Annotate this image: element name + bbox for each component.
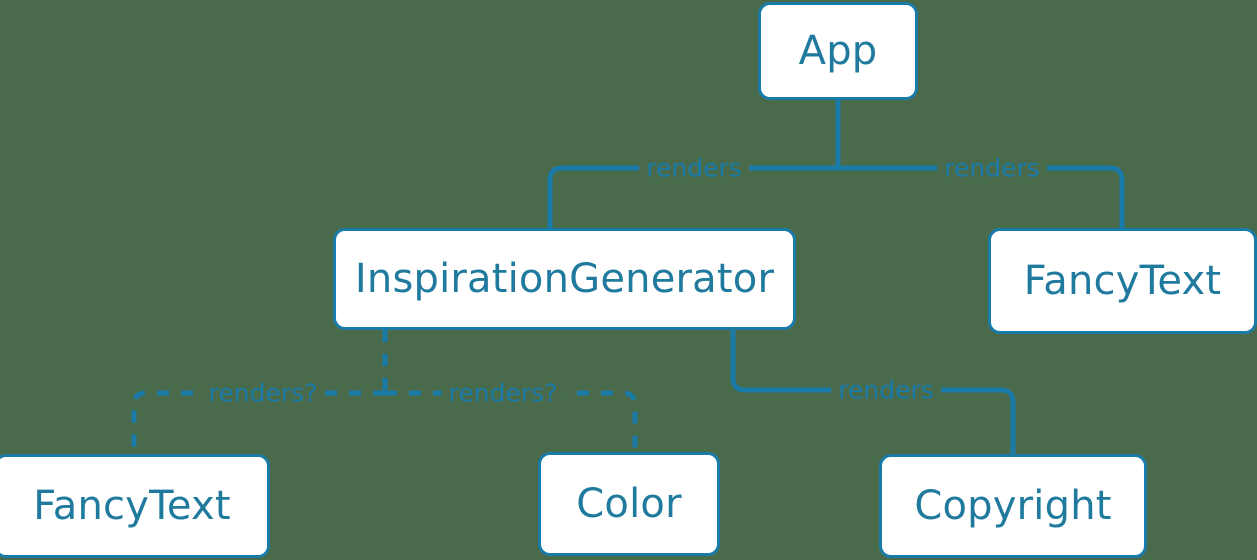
node-fancytext-top-label: FancyText bbox=[1023, 258, 1222, 304]
node-fancytext-top[interactable]: FancyText bbox=[988, 228, 1257, 334]
node-inspiration-generator[interactable]: InspirationGenerator bbox=[333, 228, 796, 330]
node-fancytext-bottom[interactable]: FancyText bbox=[0, 454, 270, 558]
node-copyright[interactable]: Copyright bbox=[879, 454, 1147, 558]
node-color-label: Color bbox=[576, 481, 682, 527]
node-fancytext-bottom-label: FancyText bbox=[33, 483, 231, 529]
edge-label-inspiration-to-copyright: renders bbox=[831, 377, 941, 403]
node-app[interactable]: App bbox=[758, 2, 918, 100]
edge-label-app-to-fancytext-top: renders bbox=[937, 155, 1047, 181]
node-copyright-label: Copyright bbox=[914, 483, 1112, 529]
node-app-label: App bbox=[798, 28, 878, 74]
edge-label-inspiration-to-fancytext: renders? bbox=[201, 380, 325, 406]
edge-label-app-to-inspiration-generator: renders bbox=[639, 155, 749, 181]
edge-label-inspiration-to-color: renders? bbox=[441, 380, 565, 406]
node-inspiration-generator-label: InspirationGenerator bbox=[354, 256, 775, 302]
node-color[interactable]: Color bbox=[538, 452, 720, 556]
